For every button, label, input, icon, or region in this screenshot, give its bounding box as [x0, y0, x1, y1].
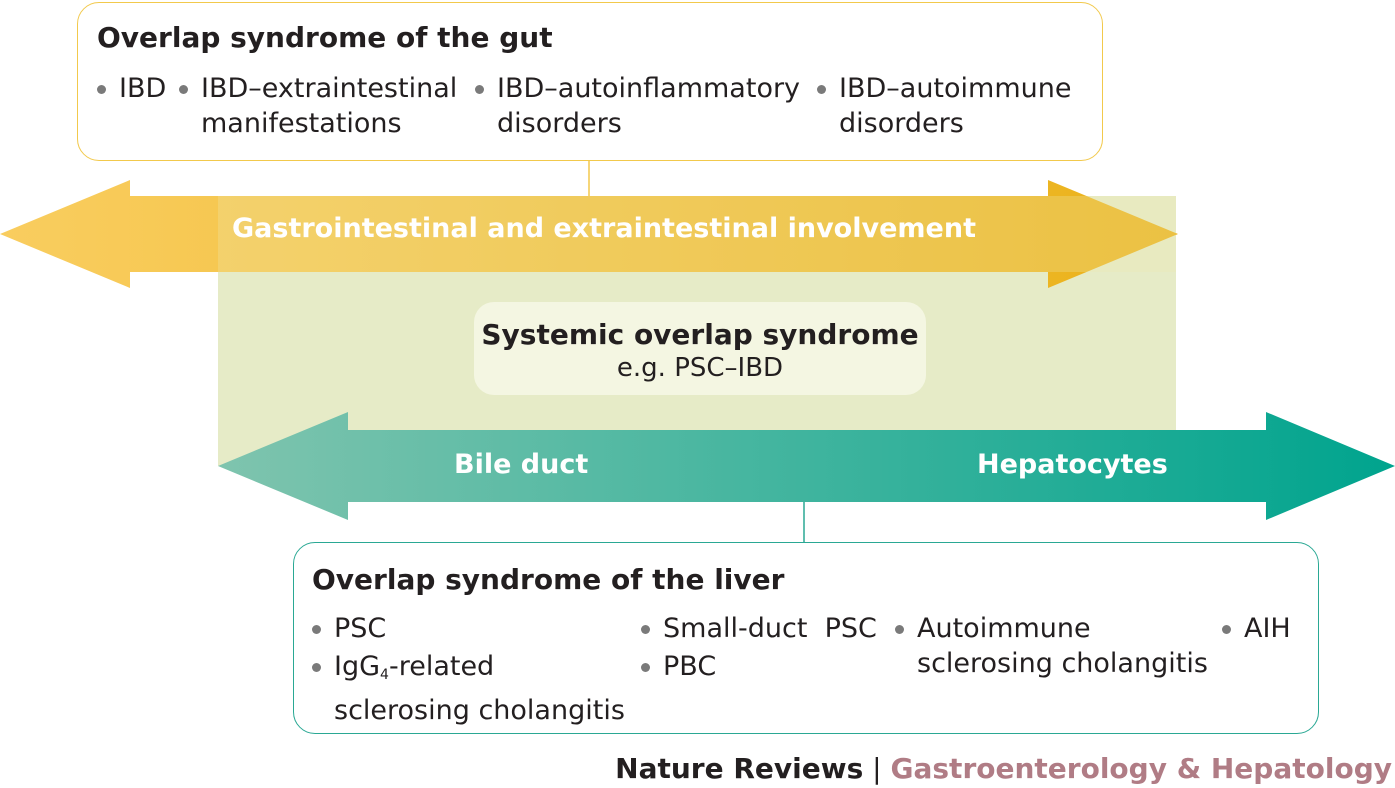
liver-item-aih: AIH: [1222, 611, 1291, 646]
gut-overlap-box: Overlap syndrome of the gut IBD IBD–extr…: [77, 2, 1103, 161]
bullet-icon: [312, 625, 321, 634]
hepatocytes-label: Hepatocytes: [977, 449, 1168, 480]
bullet-icon: [179, 85, 188, 94]
gut-item-extraintestinal: IBD–extraintestinal manifestations: [179, 71, 457, 141]
liver-arrow: [218, 412, 1395, 520]
journal-name: Gastroenterology & Hepatology: [890, 752, 1392, 785]
publisher-name: Nature Reviews: [615, 752, 864, 785]
gut-item-ibd: IBD: [97, 71, 166, 106]
bullet-icon: [641, 625, 650, 634]
liver-item-igg4: IgG4-related sclerosing cholangitis: [312, 649, 625, 728]
gastrointestinal-arrow: [0, 180, 1178, 288]
liver-item-psc: PSC: [312, 611, 386, 646]
footer-separator: |: [872, 752, 882, 785]
bullet-icon: [97, 85, 106, 94]
gut-box-title: Overlap syndrome of the gut: [97, 21, 553, 54]
systemic-overlap-box: Systemic overlap syndrome e.g. PSC–IBD: [474, 302, 926, 395]
systemic-title: Systemic overlap syndrome: [481, 318, 919, 351]
bullet-icon: [817, 85, 826, 94]
bullet-icon: [641, 663, 650, 672]
journal-footer: Nature Reviews | Gastroenterology & Hepa…: [615, 752, 1392, 785]
gi-arrow-label: Gastrointestinal and extraintestinal inv…: [232, 213, 976, 244]
liver-item-small-duct-psc: Small-duct PSC: [641, 611, 877, 646]
liver-box-title: Overlap syndrome of the liver: [312, 563, 785, 596]
gut-item-autoimmune: IBD–autoimmune disorders: [817, 71, 1071, 141]
liver-item-pbc: PBC: [641, 649, 716, 684]
bullet-icon: [895, 625, 904, 634]
liver-item-autoimmune-sc: Autoimmune sclerosing cholangitis: [895, 611, 1208, 681]
liver-overlap-box: Overlap syndrome of the liver PSC IgG4-r…: [293, 542, 1319, 734]
bile-duct-label: Bile duct: [454, 449, 589, 480]
systemic-example: e.g. PSC–IBD: [616, 353, 784, 383]
bullet-icon: [312, 663, 321, 672]
bullet-icon: [1222, 625, 1231, 634]
gut-item-autoinflammatory: IBD–autoinflammatory disorders: [475, 71, 800, 141]
bullet-icon: [475, 85, 484, 94]
